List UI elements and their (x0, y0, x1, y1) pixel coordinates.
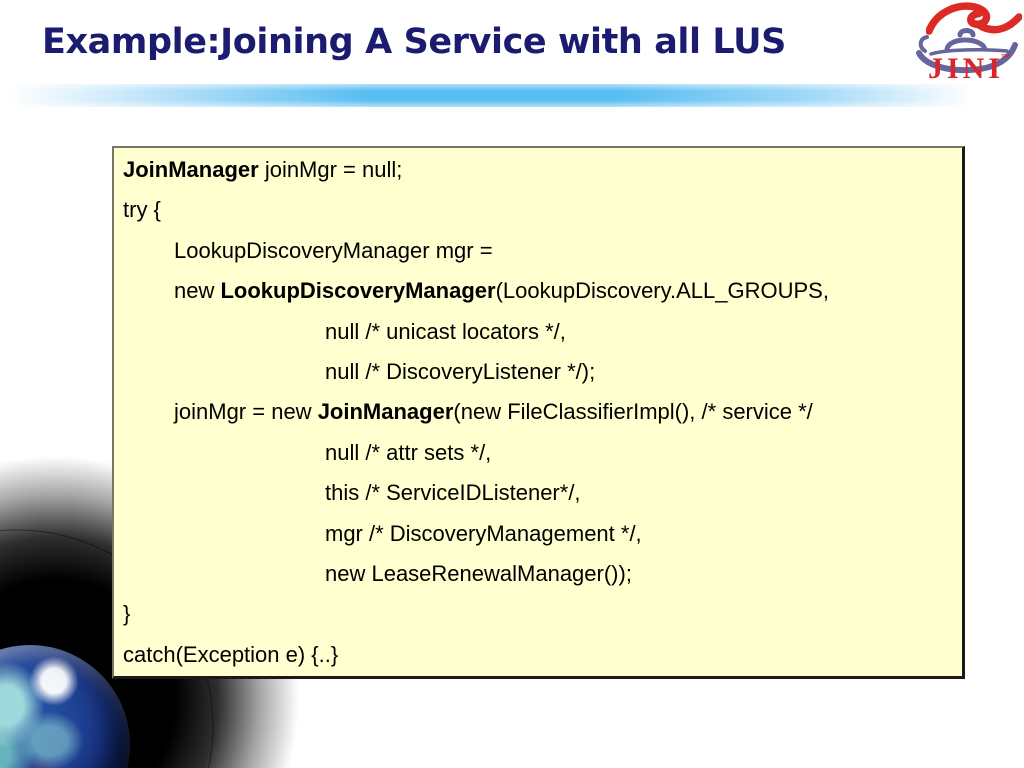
title-divider-bar (0, 84, 1024, 107)
flame-swirl-icon (926, 2, 1022, 35)
code-line: this /* ServiceIDListener*/, (325, 480, 581, 506)
trademark-mark: ™ (1001, 52, 1010, 62)
code-line: null /* DiscoveryListener */); (325, 358, 596, 384)
code-line: } (123, 601, 131, 627)
jini-logo-text: JINI™ (927, 52, 1010, 85)
code-block: JoinManager joinMgr = null; try { LookupDi… (112, 146, 965, 679)
code-line: LookupDiscoveryManager mgr = (174, 237, 493, 263)
code-line: joinMgr = new JoinManager(new FileClassi… (174, 399, 813, 425)
code-line: mgr /* DiscoveryManagement */, (325, 520, 642, 546)
genie-lamp-icon (916, 28, 1018, 74)
code-line: catch(Exception e) {..} (123, 641, 339, 667)
code-line: try { (123, 197, 161, 223)
code-line: new LeaseRenewalManager()); (325, 560, 632, 586)
code-line: new LookupDiscoveryManager(LookupDiscove… (174, 278, 829, 304)
code-line: JoinManager joinMgr = null; (123, 157, 403, 182)
code-line: null /* unicast locators */, (325, 318, 566, 344)
page-title: Example:Joining A Service with all LUS (42, 22, 786, 62)
jini-logo: JINI™ (916, 0, 1022, 94)
code-line: null /* attr sets */, (325, 439, 492, 465)
